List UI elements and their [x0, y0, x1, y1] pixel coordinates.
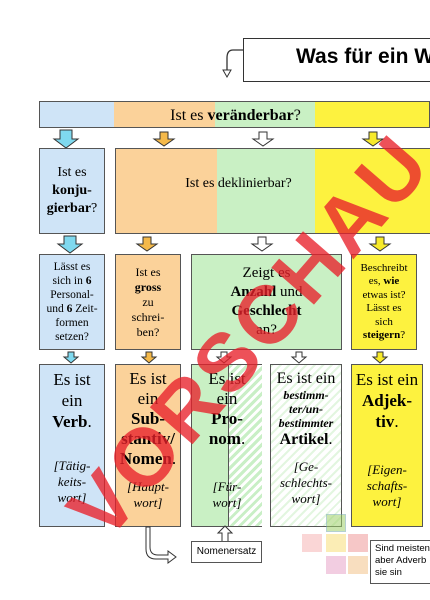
text-line: steigern? [362, 329, 406, 341]
text-bold: Geschlecht [231, 303, 302, 319]
text-line: aber Adverb [375, 555, 427, 566]
question-gross: Ist es gross zu schrei- ben? [115, 254, 181, 350]
result-word: tiv. [375, 412, 399, 431]
text-line: sie sin [375, 567, 402, 578]
question-mark: ? [285, 176, 292, 191]
result-word: bestimmter [278, 416, 334, 430]
text-line: ein [137, 389, 159, 408]
result-verb: Es ist ein Verb. [Tätig- keits- wort] [39, 364, 105, 527]
text-line: [Für- [212, 479, 242, 494]
result-pronom: Es ist ein Pro- nom. [Für- wort] [191, 364, 262, 527]
nomenersatz-box: Nomenersatz [191, 541, 262, 563]
text-line: keits- [57, 474, 87, 489]
result-artikel: Es ist ein bestimm- ter/un- bestimmter A… [270, 364, 342, 527]
text-line: Sind meisten [375, 543, 430, 554]
question-text: Ist es [185, 176, 218, 191]
text-line: zu [142, 294, 154, 309]
adverb-note: Sind meisten aber Adverb sie sin [370, 540, 430, 584]
question-personalformen: Lässt es sich in 6 Personal- und 6 Zeit-… [39, 254, 105, 350]
text-line: Es ist [208, 369, 246, 388]
text-line: Es ist [53, 370, 91, 389]
logo-icon [300, 512, 370, 584]
text-line: Zeigt es [242, 265, 291, 281]
text-line: ein [61, 391, 83, 410]
result-word: Nomen. [119, 449, 177, 468]
result-substantiv: Es ist ein Sub- stantiv/ Nomen. [Haupt- … [115, 364, 181, 527]
text-bold: konju- [52, 183, 92, 198]
text-line: Beschreibt [360, 261, 408, 274]
text-line: [Haupt- [127, 479, 169, 494]
text-line: ben? [136, 324, 160, 339]
text-line: sich [375, 315, 393, 328]
question-keyword: veränderbar [207, 106, 294, 124]
question-anzahl-geschlecht: Zeigt es Anzahl und Geschlecht an? [191, 254, 342, 350]
text-line: setzen? [55, 331, 89, 343]
text-line: Ist es [135, 264, 161, 279]
arrow-down-icon [62, 351, 389, 364]
text-line: wort] [57, 490, 87, 505]
text-line: formen [55, 317, 89, 329]
text-line: Es ist ein [276, 370, 336, 387]
text-line: und 6 Zeit- [46, 303, 98, 315]
text-bold: gross [134, 279, 162, 294]
text-line: Es ist ein [355, 370, 419, 389]
result-word: Verb. [52, 412, 92, 431]
text-line: schrei- [131, 309, 165, 324]
question-deklinierbar: Ist es deklinierbar? [115, 148, 430, 234]
text-line: Lässt es [366, 302, 402, 314]
text-line: [Tätig- [53, 458, 91, 473]
question-veraenderbar: Ist es veränderbar? [39, 101, 430, 128]
text-line: wort] [372, 494, 402, 509]
curved-arrow-icon [222, 49, 243, 79]
result-word: bestimm- [283, 388, 329, 402]
title-box: Was für ein W [243, 38, 430, 82]
title: Was für ein W [296, 45, 430, 68]
question-mark: ? [293, 106, 301, 124]
text-line: Ist es [57, 165, 87, 180]
text-line: etwas ist? [362, 288, 406, 301]
arrow-down-icon [56, 235, 392, 254]
result-word: stantiv/ [121, 429, 175, 448]
result-word: Sub- [130, 409, 166, 428]
result-word: ter/un- [288, 402, 323, 416]
result-word: nom. [208, 429, 246, 448]
question-text: Ist es [170, 106, 208, 124]
text-line: Es ist [129, 369, 167, 388]
result-word: Pro- [211, 409, 243, 428]
text-line: schlechts- [280, 475, 332, 490]
question-steigern: Beschreibt es, wie etwas ist? Lässt es s… [351, 254, 417, 350]
connector-arrow-icon [145, 525, 234, 564]
text-line: ein [216, 389, 238, 408]
result-adjektiv: Es ist ein Adjek- tiv. [Eigen- schafts- … [351, 364, 423, 527]
text-line: [Ge- [293, 459, 319, 474]
text-line: an? [256, 322, 277, 338]
arrow-down-icon [52, 129, 385, 149]
text-line: schafts- [366, 478, 408, 493]
question-keyword: deklinierbar [217, 176, 286, 191]
text-line: wort] [291, 491, 321, 506]
text-line: wort] [212, 495, 242, 510]
text-line: Lässt es [53, 261, 91, 273]
text-line: es, wie [368, 275, 400, 287]
result-word: Adjek- [361, 391, 413, 410]
result-word: Artikel. [279, 431, 333, 448]
text-line: wort] [133, 495, 163, 510]
question-konjugierbar: Ist es konju- gierbar? [39, 148, 105, 234]
text-line: [Eigen- [367, 462, 407, 477]
text-line: sich in 6 [52, 275, 92, 287]
text-line: Personal- [50, 289, 94, 301]
text-line: gierbar? [46, 201, 98, 216]
text-line: Anzahl und [230, 284, 303, 300]
